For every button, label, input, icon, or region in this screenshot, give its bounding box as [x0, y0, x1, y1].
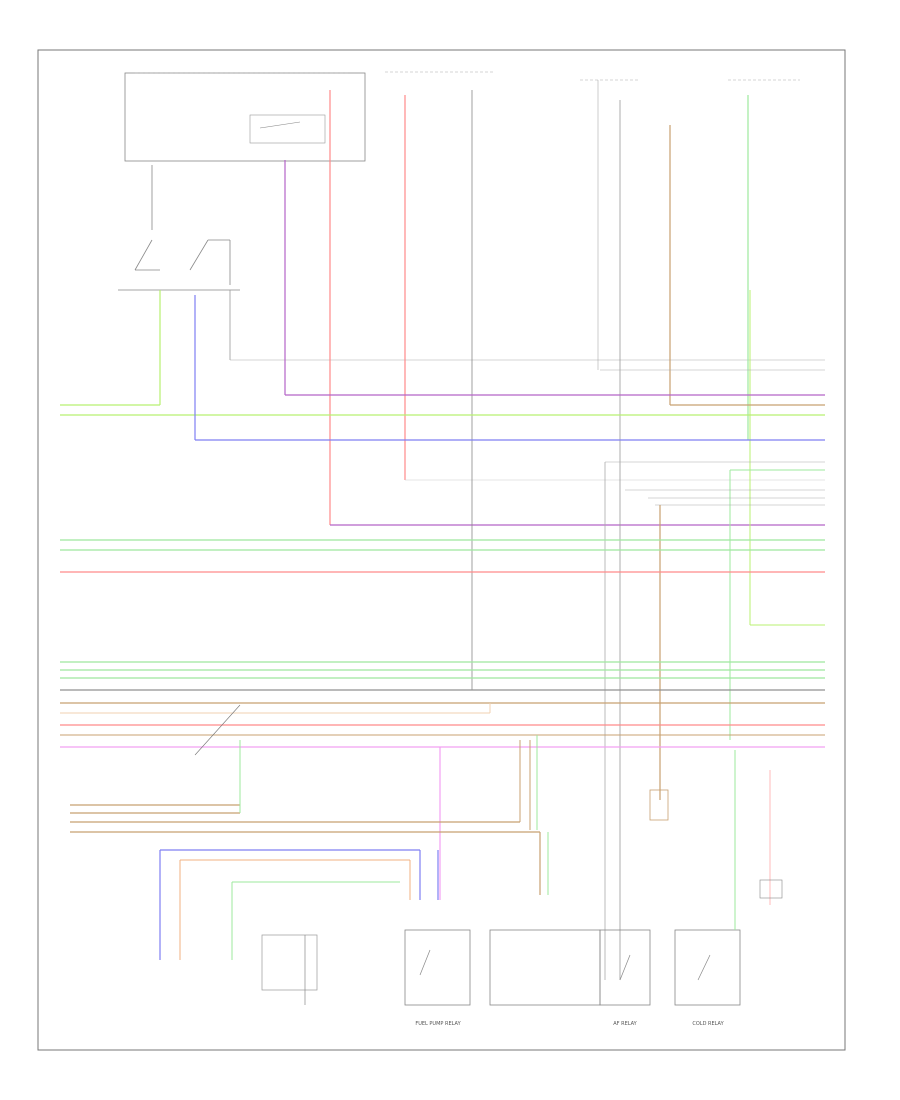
top-left-fuse-box: [124, 72, 366, 162]
middle-right-wires: [604, 461, 825, 980]
left-lower-bundle: [70, 704, 549, 895]
mid-wire-bundle: [60, 539, 825, 573]
relay-box: [404, 750, 783, 1006]
vertical-wires-top: [229, 80, 825, 980]
diagram-frame: [37, 49, 846, 1051]
fuel-pump-relay-label: FUEL PUMP RELAY: [415, 1021, 461, 1027]
left-switch-block: [118, 165, 240, 291]
lower-wire-bundle: [60, 661, 825, 900]
af-relay-label: AF RELAY: [613, 1021, 637, 1027]
top-right-fuse-area: [385, 71, 800, 81]
cold-relay-label: COLD RELAY: [692, 1021, 724, 1027]
upper-wire-bundle: [60, 290, 825, 441]
bottom-connectors: [159, 849, 439, 1005]
